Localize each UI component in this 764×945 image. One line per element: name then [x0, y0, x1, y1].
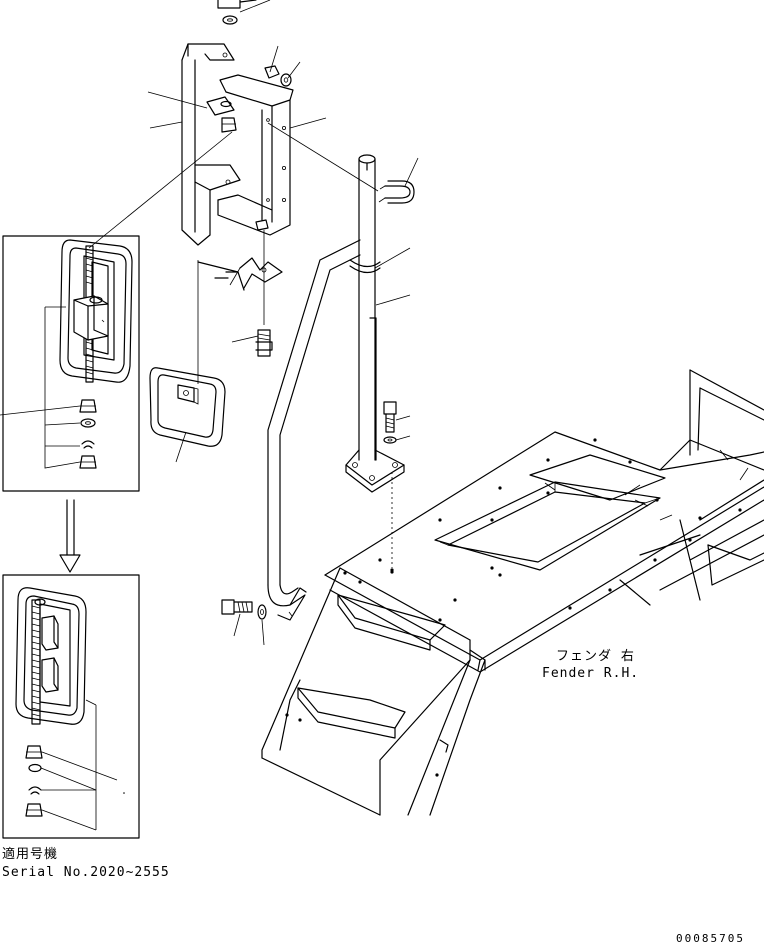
detail-box-before [0, 131, 233, 492]
u-bolt [378, 180, 415, 204]
handrail-bolt [221, 599, 267, 620]
down-arrow-icon [59, 499, 81, 573]
serial-range-label: Serial No.2020~2555 [2, 865, 170, 880]
drawing-number: 00085705 [676, 932, 745, 945]
fender-rh [261, 369, 764, 816]
fender-label-jp: フェンダ 右 [556, 649, 635, 664]
leader-lines [147, 0, 419, 646]
handrail [267, 239, 361, 621]
detail-box-after [2, 574, 140, 839]
applicable-serial-label-jp: 適用号機 [2, 846, 58, 862]
post-bolt [383, 401, 397, 444]
fender-label-en: Fender R.H. [542, 666, 639, 681]
small-mirror [149, 260, 226, 447]
mirror-post [345, 154, 405, 572]
mirror-bracket [181, 0, 379, 357]
